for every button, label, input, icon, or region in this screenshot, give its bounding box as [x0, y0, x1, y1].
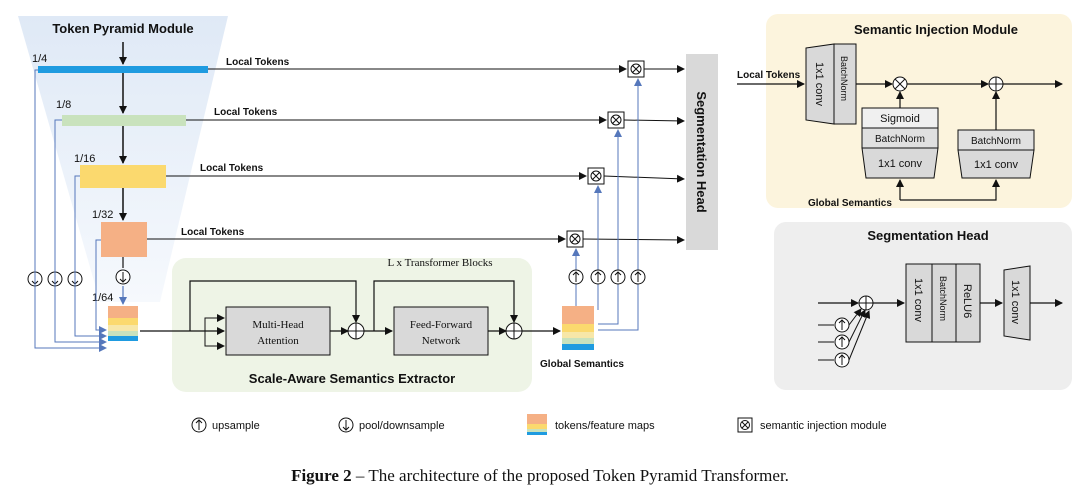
local-tokens-label-16: Local Tokens: [200, 163, 264, 174]
seg-head-conv-2: [1003, 265, 1031, 341]
add-icon: [988, 76, 1004, 92]
token-map-64: [108, 306, 138, 341]
token-pyramid-title: Token Pyramid Module: [52, 21, 193, 36]
add-icon: [347, 322, 365, 340]
scale-label-16: 1/16: [74, 153, 95, 165]
local-tokens-label-4: Local Tokens: [226, 57, 290, 68]
scale-label-4: 1/4: [32, 53, 47, 65]
local-tokens-label-8: Local Tokens: [214, 107, 278, 118]
legend-pool: pool/downsample: [359, 420, 445, 432]
seg-head-relu: [955, 263, 981, 343]
mha-box: [225, 306, 331, 356]
token-map-8: [62, 115, 186, 126]
legend-upsample: upsample: [212, 420, 260, 432]
token-map-4: [38, 66, 208, 73]
seg-head-panel-title: Segmentation Head: [867, 228, 988, 243]
multiply-icon: [892, 76, 908, 92]
transformer-blocks-label: L x Transformer Blocks: [387, 257, 492, 269]
global-semantics-label: Global Semantics: [540, 359, 624, 370]
ffn-line2: Network: [422, 335, 461, 347]
sim-global-semantics: Global Semantics: [808, 198, 892, 209]
svg-text:1x1 conv: 1x1 conv: [878, 158, 923, 170]
seg-head-bn: [931, 263, 957, 343]
sim-global-conv-1: [861, 147, 939, 179]
figure-label: Figure 2: [291, 466, 352, 485]
legend-tokens: tokens/feature maps: [555, 420, 655, 432]
ffn-line1: Feed-Forward: [410, 319, 473, 331]
svg-text:BatchNorm: BatchNorm: [875, 134, 925, 145]
mha-line1: Multi-Head: [252, 319, 304, 331]
ffn-box: [393, 306, 489, 356]
svg-text:BatchNorm: BatchNorm: [839, 56, 849, 101]
svg-text:1x1 conv: 1x1 conv: [813, 62, 825, 107]
svg-text:1x1 conv: 1x1 conv: [1009, 280, 1021, 325]
scale-label-64: 1/64: [92, 292, 113, 304]
segmentation-head-bar-label: Segmentation Head: [694, 91, 709, 212]
sim-panel-title: Semantic Injection Module: [854, 22, 1018, 37]
figure-caption: Figure 2 – The architecture of the propo…: [0, 466, 1080, 486]
upsample-icon: [834, 317, 850, 368]
svg-text:1x1 conv: 1x1 conv: [912, 278, 924, 323]
scale-label-8: 1/8: [56, 99, 71, 111]
legend-sim: semantic injection module: [760, 420, 887, 432]
figure-caption-text: – The architecture of the proposed Token…: [351, 466, 789, 485]
add-icon: [505, 322, 523, 340]
legend: upsample pool/downsample tokens/feature …: [191, 414, 887, 435]
svg-text:BatchNorm: BatchNorm: [971, 136, 1021, 147]
svg-text:1x1 conv: 1x1 conv: [974, 159, 1019, 171]
svg-text:BatchNorm: BatchNorm: [938, 276, 948, 321]
global-semantics-tokens: [562, 306, 594, 350]
segmentation-head-bar: [686, 54, 718, 250]
sim-global-conv-2: [957, 149, 1035, 179]
sim-icon: [566, 60, 645, 248]
mha-line2: Attention: [257, 335, 299, 347]
svg-text:ReLU6: ReLU6: [961, 284, 973, 318]
sim-local-tokens: Local Tokens: [737, 70, 801, 81]
local-tokens-label-32: Local Tokens: [181, 227, 245, 238]
upsample-icon: [568, 269, 646, 285]
svg-text:Sigmoid: Sigmoid: [880, 113, 920, 125]
add-icon: [858, 295, 874, 311]
token-map-16: [80, 165, 166, 188]
extractor-title: Scale-Aware Semantics Extractor: [249, 371, 455, 386]
seg-head-conv-1: [905, 263, 933, 343]
scale-label-32: 1/32: [92, 209, 113, 221]
token-map-32: [101, 222, 147, 257]
